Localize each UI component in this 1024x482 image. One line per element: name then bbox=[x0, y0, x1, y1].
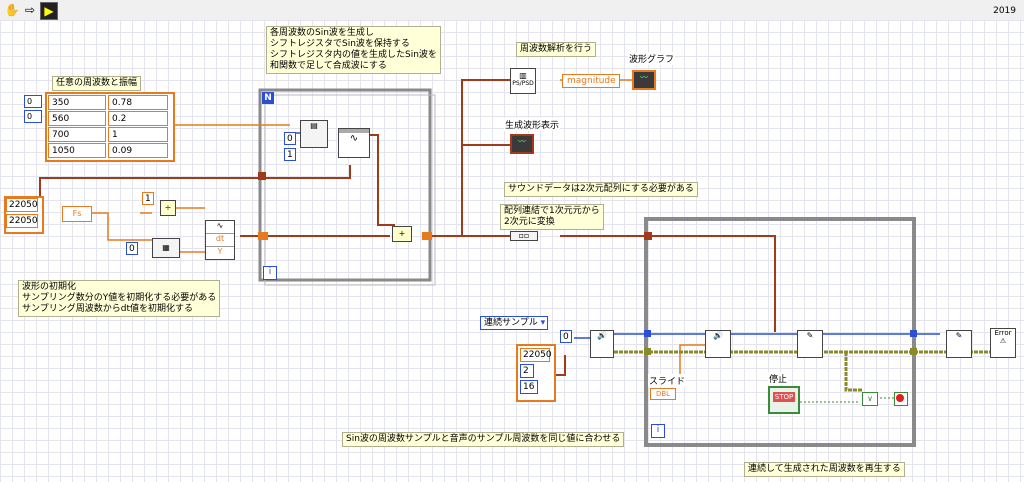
build-waveform-node[interactable]: ∿ dt Y bbox=[205, 220, 235, 260]
note-sine-generation: 各周波数のSin波を生成しシフトレジスタでSin波を保持するシフトレジスタ内の値… bbox=[266, 26, 441, 74]
array-cell[interactable]: 0.2 bbox=[108, 111, 168, 126]
note-init: 波形の初期化サンプリング数分のY値を初期化する必要があるサンプリング周波数からd… bbox=[18, 280, 221, 317]
highlight-icon[interactable]: ▶ bbox=[40, 2, 58, 20]
waveform-graph-terminal[interactable]: 〰 bbox=[632, 70, 656, 90]
note-freq-amp: 任意の周波数と振幅 bbox=[52, 76, 142, 91]
for-loop-frame[interactable] bbox=[258, 88, 432, 282]
magnitude-unbundle[interactable]: magnitude bbox=[562, 74, 620, 88]
array-cell[interactable]: 1050 bbox=[48, 143, 106, 158]
gen-waveform-label: 生成波形表示 bbox=[504, 118, 561, 131]
index-constant[interactable]: 0 bbox=[284, 132, 296, 145]
stop-label: 停止 bbox=[768, 372, 789, 385]
sine-waveform-vi[interactable]: ∿ bbox=[338, 128, 370, 158]
index-array-node[interactable]: ▤ bbox=[300, 120, 328, 148]
zero-constant[interactable]: 0 bbox=[126, 242, 138, 255]
sound-output-configure-vi[interactable]: 🔊 bbox=[590, 330, 614, 358]
version-label: 2019 bbox=[993, 6, 1016, 16]
array-cell[interactable]: 0.78 bbox=[108, 95, 168, 110]
note-analysis: 周波数解析を行う bbox=[516, 42, 597, 57]
error-handler-vi[interactable]: Error⚠ bbox=[990, 328, 1016, 358]
rate-constant[interactable]: 22050 bbox=[6, 214, 38, 228]
bits-constant[interactable]: 16 bbox=[520, 380, 538, 394]
shift-register-right[interactable] bbox=[422, 232, 432, 240]
or-node[interactable]: ∨ bbox=[862, 392, 878, 406]
one-constant[interactable]: 1 bbox=[142, 192, 154, 205]
sound-output-write-vi[interactable]: ✎ bbox=[797, 330, 823, 358]
toolbar: ✋ ⇨ ▶ 2019 bbox=[0, 0, 1024, 21]
gen-waveform-terminal[interactable]: 〰 bbox=[510, 134, 534, 154]
loop-count-terminal[interactable]: N bbox=[262, 92, 274, 104]
while-iteration-terminal: i bbox=[651, 424, 665, 438]
channels-constant[interactable]: 2 bbox=[520, 364, 534, 378]
hand-icon[interactable]: ✋ bbox=[4, 3, 20, 17]
stop-button-terminal[interactable]: STOP bbox=[768, 386, 800, 414]
loop-iteration-terminal: i bbox=[263, 266, 277, 280]
sample-mode-ring[interactable]: 連続サンプル ▾ bbox=[480, 316, 548, 330]
initialize-array-node[interactable]: ▦ bbox=[152, 238, 180, 258]
array-cell[interactable]: 1 bbox=[108, 127, 168, 142]
device-id-constant[interactable]: 0 bbox=[560, 330, 572, 343]
sound-output-setvolume-vi[interactable]: 🔊 bbox=[705, 330, 731, 358]
shift-register-left[interactable] bbox=[258, 232, 268, 240]
array-cell[interactable]: 0.09 bbox=[108, 143, 168, 158]
arrow-icon[interactable]: ⇨ bbox=[24, 3, 36, 17]
rate-constant[interactable]: 22050 bbox=[6, 198, 38, 212]
waveform-graph-label: 波形グラフ bbox=[628, 52, 676, 65]
array-index-col[interactable]: 0 bbox=[24, 110, 42, 123]
divide-node[interactable]: ÷ bbox=[160, 200, 176, 216]
note-sound-2d: サウンドデータは2次元配列にする必要がある bbox=[504, 182, 698, 197]
build-array-node[interactable]: ▫▫ bbox=[510, 231, 538, 241]
slide-label: スライド bbox=[648, 374, 687, 387]
loop-condition-terminal[interactable] bbox=[894, 392, 908, 406]
array-cell[interactable]: 700 bbox=[48, 127, 106, 142]
sound-output-clear-vi[interactable]: ✎ bbox=[946, 330, 972, 358]
slide-terminal[interactable]: DBL bbox=[650, 388, 676, 400]
add-node[interactable]: + bbox=[392, 226, 412, 242]
array-index-row[interactable]: 0 bbox=[24, 95, 42, 108]
note-match-rate: Sin波の周波数サンプルと音声のサンプル周波数を同じ値に合わせる bbox=[342, 432, 625, 447]
index-constant[interactable]: 1 bbox=[284, 148, 296, 161]
sample-rate-constant[interactable]: 22050 bbox=[520, 348, 552, 362]
array-cell[interactable]: 560 bbox=[48, 111, 106, 126]
diagram-canvas[interactable]: 各周波数のSin波を生成しシフトレジスタでSin波を保持するシフトレジスタ内の値… bbox=[0, 20, 1024, 482]
fft-psd-vi[interactable]: ▥PS/PSD bbox=[510, 68, 536, 94]
array-cell[interactable]: 350 bbox=[48, 95, 106, 110]
fs-bundle[interactable]: Fs bbox=[62, 206, 92, 222]
note-play: 連続して生成された周波数を再生する bbox=[744, 462, 905, 477]
